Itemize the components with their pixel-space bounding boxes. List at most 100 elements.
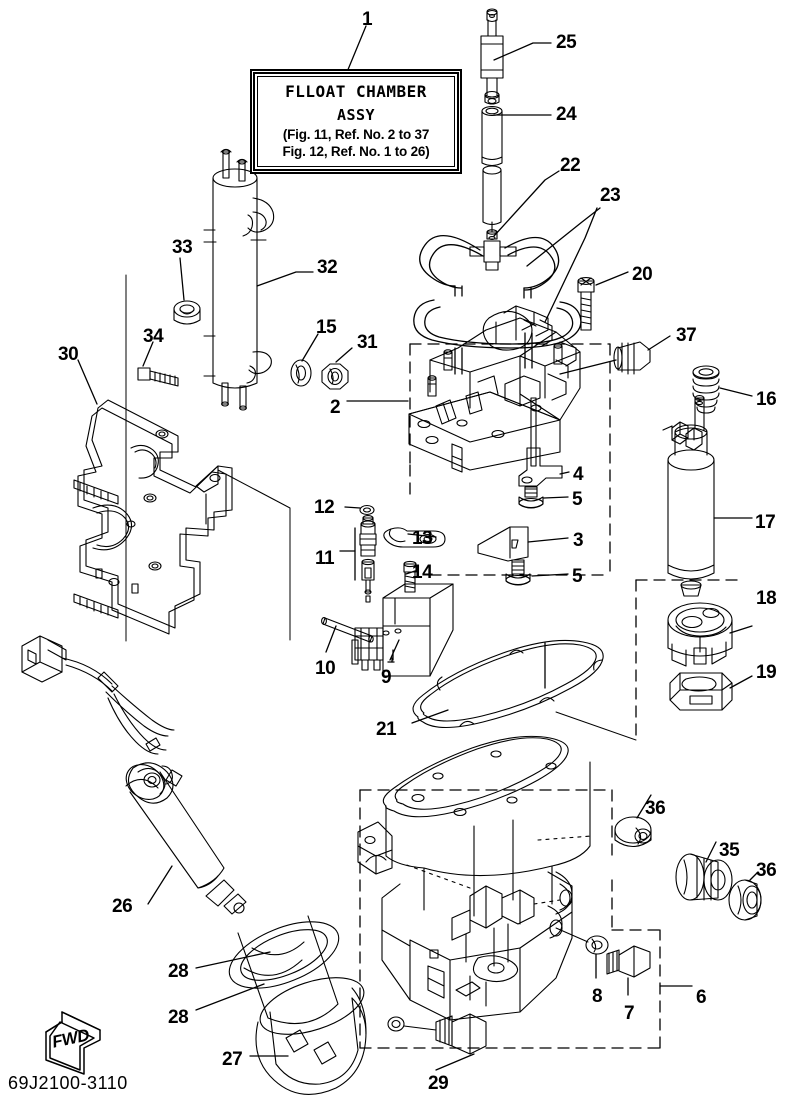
callout-16: 16 xyxy=(756,389,777,410)
part-26-fuel-pump-assy xyxy=(21,635,247,915)
part-4-link xyxy=(518,397,563,487)
leader-25 xyxy=(493,42,552,61)
title-line-4: Fig. 12, Ref. No. 1 to 26) xyxy=(282,144,430,159)
callout-19: 19 xyxy=(756,662,777,683)
leader-37 xyxy=(559,335,671,375)
callout-28b: 28 xyxy=(168,1007,189,1028)
part-9-solenoid xyxy=(351,583,454,677)
sheet-part-number: 69J2100-3110 xyxy=(8,1073,128,1093)
callout-12: 12 xyxy=(314,497,335,518)
callout-5b: 5 xyxy=(572,566,583,587)
leader-13 xyxy=(407,533,437,538)
callout-22: 22 xyxy=(560,155,581,176)
callout-15: 15 xyxy=(316,317,337,338)
leader-31 xyxy=(335,347,353,363)
leader-9 xyxy=(387,639,400,663)
leader-11 xyxy=(339,527,356,581)
callout-8: 8 xyxy=(592,986,603,1007)
part-37-fitting xyxy=(613,341,651,375)
callout-3: 3 xyxy=(573,530,584,551)
title-line-2: ASSY xyxy=(336,106,376,124)
callout-4: 4 xyxy=(573,464,584,485)
part-5-bolt-lower xyxy=(505,559,531,586)
leader-35 xyxy=(705,841,717,863)
part-20-screw xyxy=(577,277,595,331)
part-29-drain-screw xyxy=(387,1013,487,1055)
callout-26: 26 xyxy=(112,896,133,917)
leader-22 xyxy=(493,170,560,237)
group-box-float-chamber xyxy=(359,789,661,1049)
title-box: FLLOAT CHAMBER ASSY (Fig. 11, Ref. No. 2… xyxy=(253,72,459,171)
leader-5-upper xyxy=(543,496,569,499)
leader-1 xyxy=(346,25,367,73)
callout-29: 29 xyxy=(428,1073,449,1094)
callout-37: 37 xyxy=(676,325,697,346)
callout-27: 27 xyxy=(222,1049,243,1070)
callout-7: 7 xyxy=(624,1003,635,1024)
callout-13: 13 xyxy=(412,528,433,549)
callout-20: 20 xyxy=(632,264,653,285)
leader-36-upper xyxy=(636,794,652,819)
part-36-grommet-lower xyxy=(728,879,762,921)
title-line-3: (Fig. 11, Ref. No. 2 to 37 xyxy=(282,127,430,142)
part-33-grommet xyxy=(173,300,201,325)
callout-35: 35 xyxy=(719,840,740,861)
part-25-injector xyxy=(480,8,504,105)
part-30-bracket xyxy=(73,274,233,642)
leader-33 xyxy=(179,257,185,301)
callout-36b: 36 xyxy=(756,860,777,881)
part-5-bolt-upper xyxy=(518,486,544,509)
callout-2: 2 xyxy=(330,397,341,418)
callout-5: 5 xyxy=(572,489,583,510)
callout-31: 31 xyxy=(357,332,378,353)
part-2-body xyxy=(408,305,581,473)
leader-36-lower xyxy=(749,871,759,881)
part-21-gasket xyxy=(412,639,604,729)
part-34-bolt xyxy=(137,367,179,387)
callout-17: 17 xyxy=(755,512,776,533)
title-line-1: FLLOAT CHAMBER xyxy=(285,82,427,101)
group-box-right xyxy=(635,579,741,741)
leader-26 xyxy=(147,865,173,905)
leader-23 xyxy=(526,207,601,323)
reference-line-bracket xyxy=(217,469,291,641)
leader-8-body xyxy=(555,927,589,943)
leader-28-lower xyxy=(195,983,265,1011)
callout-14: 14 xyxy=(412,562,433,583)
leader-21 xyxy=(411,642,546,724)
part-28-cup xyxy=(228,915,340,1025)
part-11-needle-valve xyxy=(359,515,377,603)
callout-6: 6 xyxy=(696,987,707,1008)
callout-18: 18 xyxy=(756,588,777,609)
leader-16 xyxy=(719,387,753,397)
group-line-right xyxy=(555,711,637,741)
part-3-plate xyxy=(477,526,529,562)
part-36-grommet-upper xyxy=(614,816,652,848)
leader-18 xyxy=(729,625,753,634)
leader-34 xyxy=(142,341,154,367)
leader-14 xyxy=(405,569,419,575)
leader-28-upper xyxy=(195,951,271,969)
fwd-arrow-icon xyxy=(45,1011,101,1075)
part-35-damper xyxy=(675,853,733,901)
leader-4 xyxy=(559,471,570,475)
leader-15 xyxy=(301,333,319,362)
callout-32: 32 xyxy=(317,257,338,278)
part-23-hoses xyxy=(413,234,582,375)
leader-32 xyxy=(256,271,314,287)
callout-25: 25 xyxy=(556,32,577,53)
callout-28: 28 xyxy=(168,961,189,982)
callout-23: 23 xyxy=(600,185,621,206)
part-16-cushion xyxy=(692,365,720,414)
part-23-joint xyxy=(469,240,517,271)
group-box-upper xyxy=(409,343,611,576)
part-31-nut xyxy=(321,363,349,390)
leader-30 xyxy=(77,359,98,405)
callout-30: 30 xyxy=(58,344,79,365)
leader-12 xyxy=(344,506,361,509)
callout-1: 1 xyxy=(362,9,373,30)
callout-33: 33 xyxy=(172,237,193,258)
leader-29 xyxy=(435,1053,475,1071)
